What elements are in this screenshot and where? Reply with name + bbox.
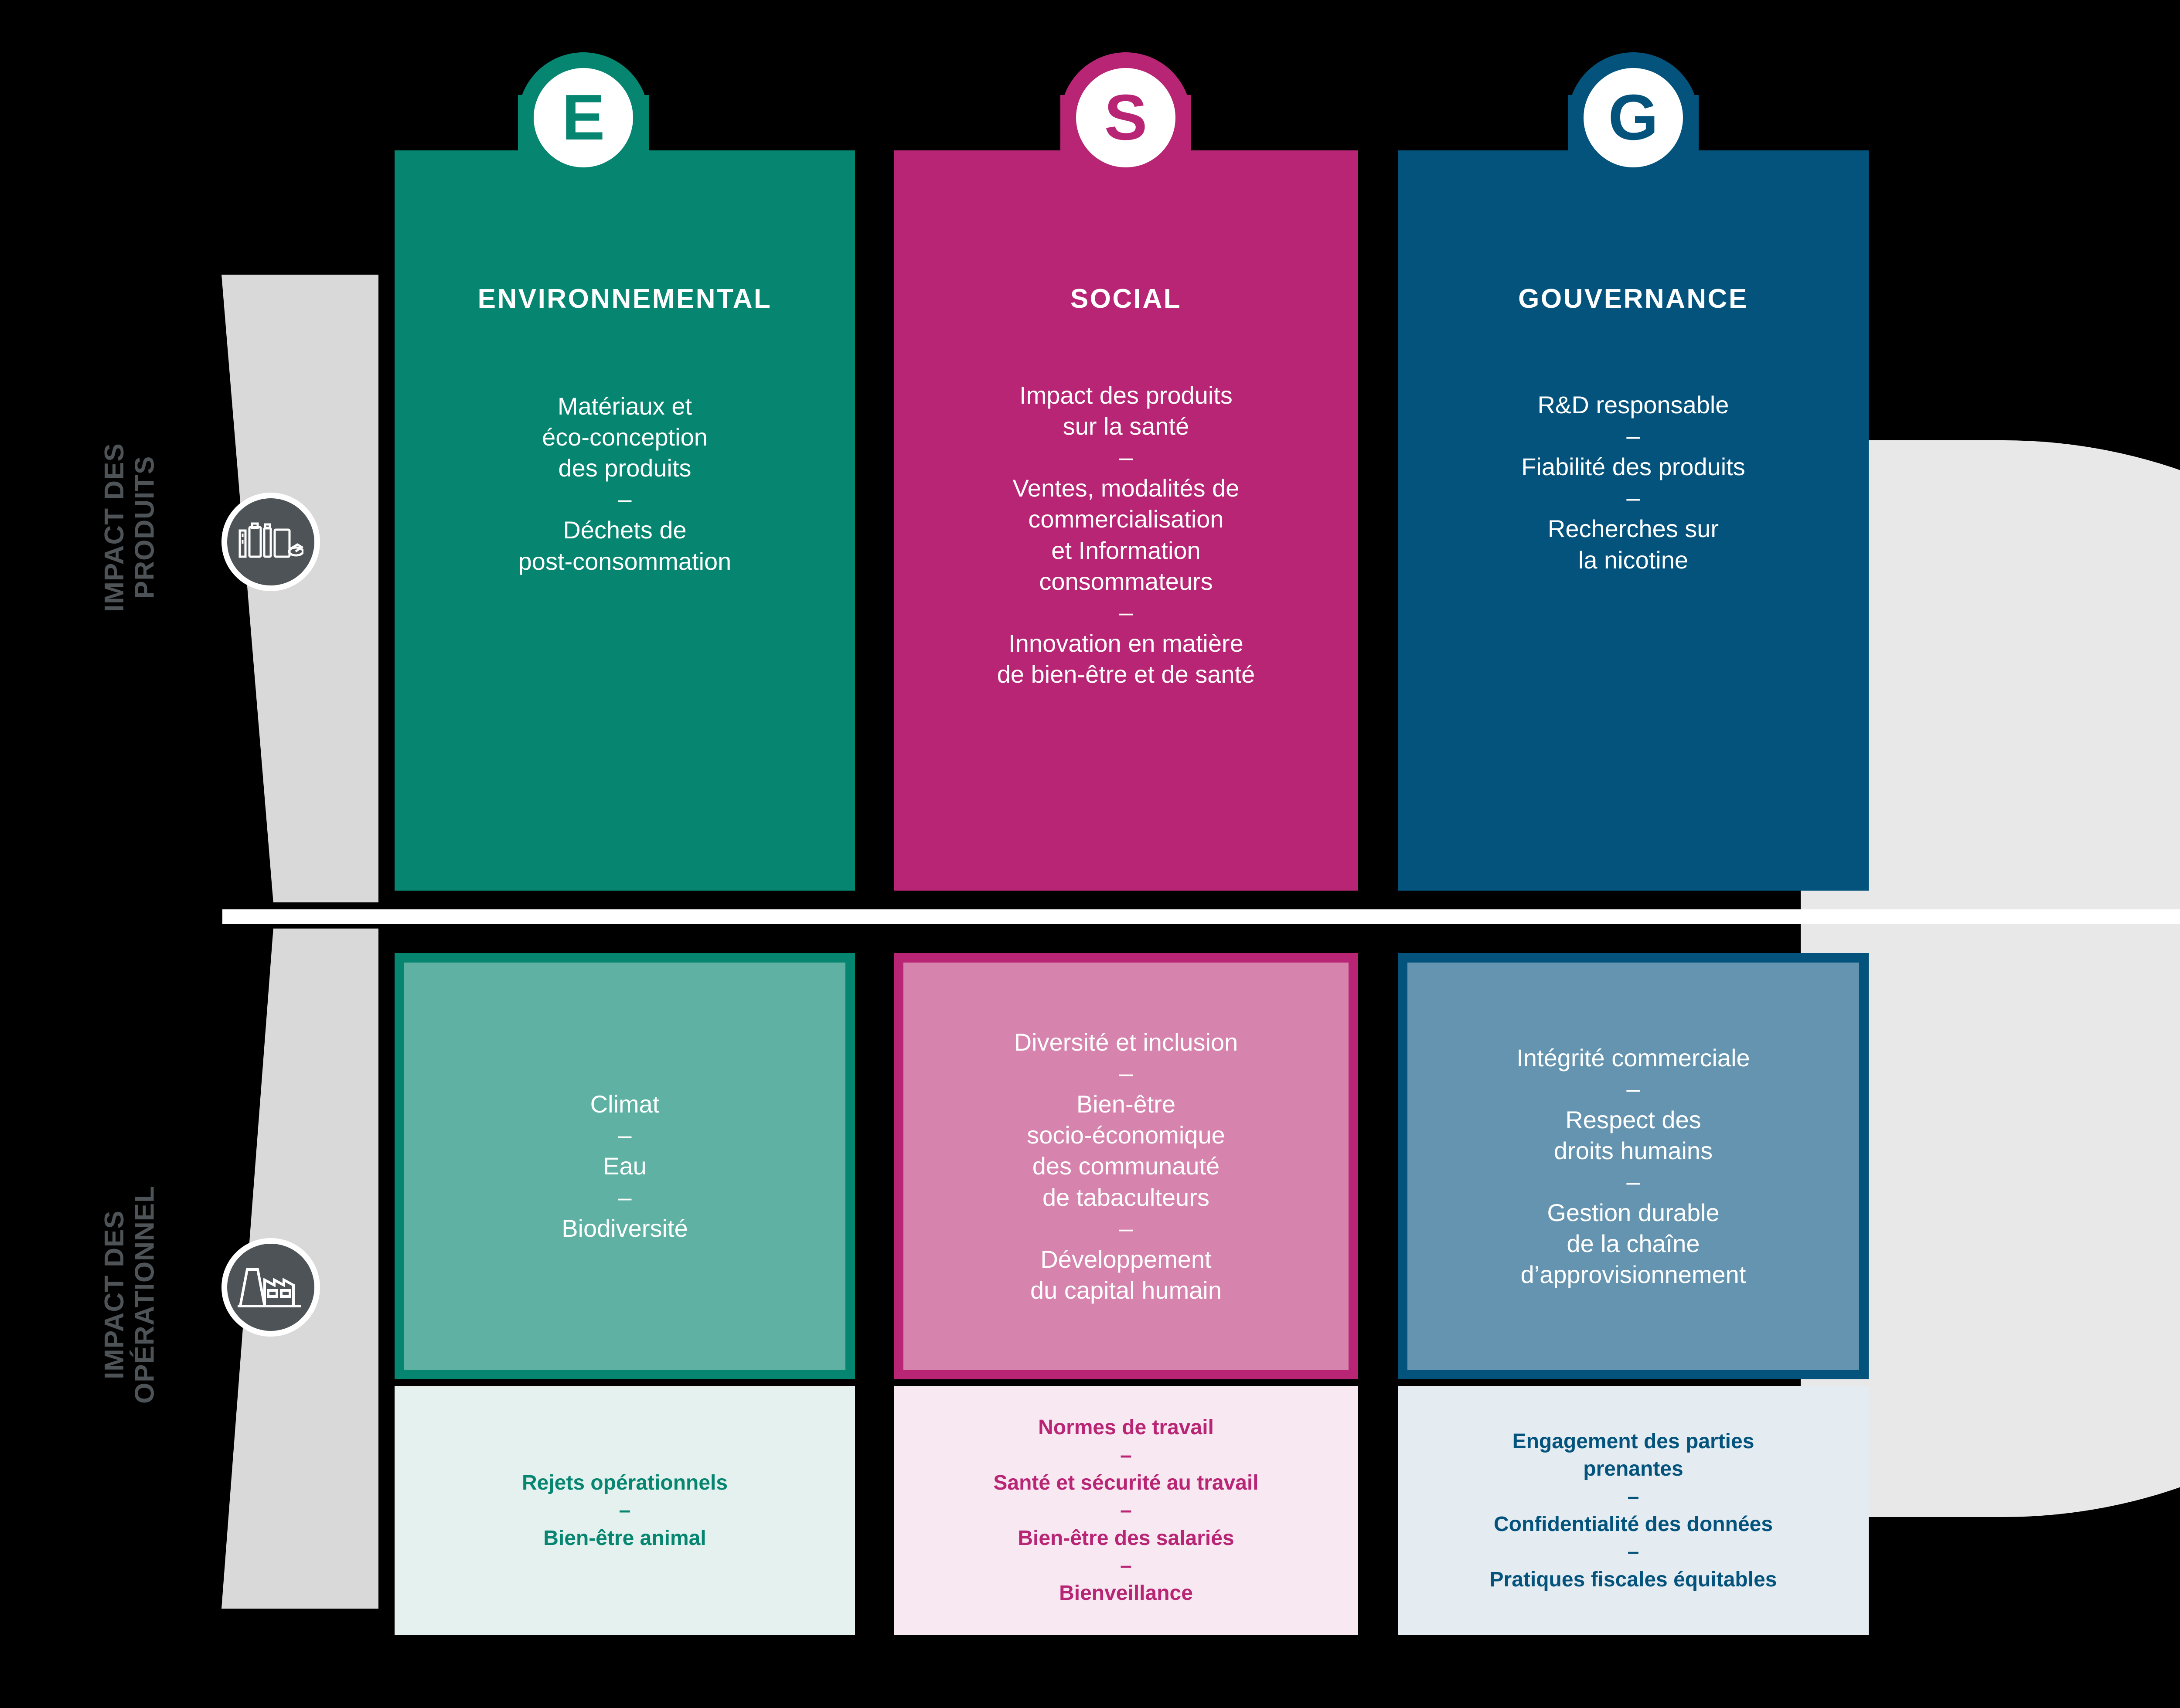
pillar-products-topics-governance: R&D responsable – Fiabilité des produits… bbox=[1521, 391, 1745, 574]
pillar-letter-governance: G bbox=[1584, 68, 1683, 167]
pillar-title-governance: GOUVERNANCE bbox=[1518, 284, 1748, 314]
pillar-letter-bubble-environmental: E bbox=[518, 52, 649, 183]
ribbon-band-products bbox=[221, 275, 378, 902]
pillar-operational-minor-social: Normes de travail – Santé et sécurité au… bbox=[894, 1386, 1358, 1635]
pillar-letter-bubble-social: S bbox=[1060, 52, 1191, 183]
pillar-operational-major-environmental: Climat – Eau – Biodiversité bbox=[395, 953, 855, 1379]
pillar-header-governance: GOUVERNANCE R&D responsable – Fiabilité … bbox=[1398, 150, 1869, 891]
factory-icon bbox=[221, 1238, 320, 1337]
pillar-operational-major-social: Diversité et inclusion – Bien-être socio… bbox=[894, 953, 1358, 1379]
pillar-products-topics-social: Impact des produits sur la santé – Vente… bbox=[997, 381, 1255, 688]
row-label-impact-des-produits: IMPACT DES PRODUITS bbox=[99, 443, 160, 612]
pillar-operational-minor-text-environmental: Rejets opérationnels – Bien-être animal bbox=[521, 1471, 728, 1550]
pillar-letter-environmental: E bbox=[534, 68, 633, 167]
pillar-operational-major-text-governance: Intégrité commerciale – Respect des droi… bbox=[1516, 1044, 1750, 1289]
cigarette-products-icon bbox=[221, 493, 320, 591]
row-divider-line bbox=[222, 909, 2180, 924]
pillar-title-social: SOCIAL bbox=[1070, 284, 1182, 314]
pillar-operational-minor-text-social: Normes de travail – Santé et sécurité au… bbox=[993, 1416, 1259, 1605]
pillar-operational-major-governance: Intégrité commerciale – Respect des droi… bbox=[1398, 953, 1869, 1379]
pillar-operational-minor-environmental: Rejets opérationnels – Bien-être animal bbox=[395, 1386, 855, 1635]
pillar-operational-major-text-social: Diversité et inclusion – Bien-être socio… bbox=[1014, 1028, 1238, 1304]
pillar-operational-minor-governance: Engagement des parties prenantes – Confi… bbox=[1398, 1386, 1869, 1635]
pillar-header-social: SOCIAL Impact des produits sur la santé … bbox=[894, 150, 1358, 891]
pillar-operational-major-text-environmental: Climat – Eau – Biodiversité bbox=[562, 1090, 688, 1242]
pillar-letter-social: S bbox=[1076, 68, 1175, 167]
pillar-products-topics-environmental: Matériaux et éco-conception des produits… bbox=[518, 392, 732, 575]
pillar-header-environmental: ENVIRONNEMENTAL Matériaux et éco-concept… bbox=[395, 150, 855, 891]
pillar-letter-bubble-governance: G bbox=[1568, 52, 1699, 183]
row-label-impact-des-operationnel: IMPACT DES OPÉRATIONNEL bbox=[99, 1186, 160, 1404]
pillar-title-environmental: ENVIRONNEMENTAL bbox=[477, 284, 772, 314]
pillar-operational-minor-text-governance: Engagement des parties prenantes – Confi… bbox=[1489, 1429, 1777, 1591]
